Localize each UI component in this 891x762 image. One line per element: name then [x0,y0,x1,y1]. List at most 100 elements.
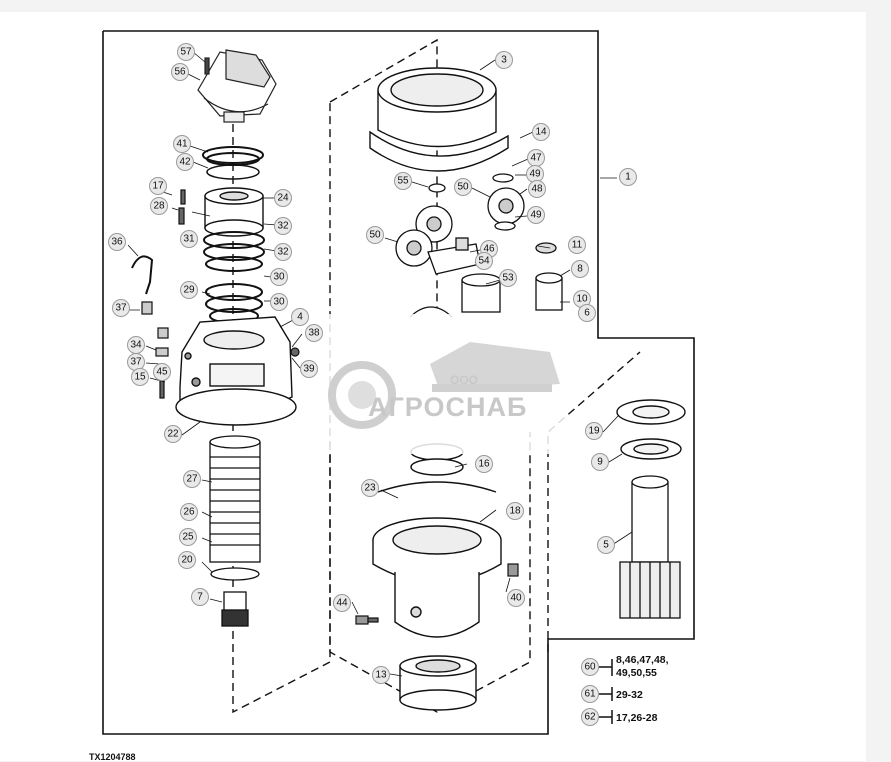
callout-24: 24 [274,189,292,207]
svg-text:24: 24 [277,193,289,204]
callout-16: 16 [475,455,493,473]
callout-55: 55 [394,172,412,190]
svg-text:1: 1 [625,172,631,183]
callout-38: 38 [305,324,323,342]
callout-8: 8 [571,260,589,278]
callout-18: 18 [506,502,524,520]
svg-text:4: 4 [297,312,303,323]
callout-34: 34 [127,336,145,354]
svg-text:41: 41 [176,139,188,150]
svg-text:42: 42 [179,157,191,168]
svg-text:49: 49 [529,169,541,180]
motor-adapter [197,49,277,123]
callout-1: 1 [619,168,637,186]
bearing-24 [204,187,264,237]
exploded-parts-diagram: ООО АГРОСНАБ 57 56 41 42 17 28 24 32 31 … [102,30,695,735]
svg-text:6: 6 [584,308,590,319]
legend-60-parts-line1: 8,46,47,48, [616,654,669,666]
svg-text:29: 29 [183,285,195,296]
legend-60-parts-line2: 49,50,55 [616,667,657,679]
svg-text:32: 32 [277,221,289,232]
svg-text:23: 23 [364,483,376,494]
callout-56: 56 [171,63,189,81]
rings-29-30 [205,283,263,324]
callout-41: 41 [173,135,191,153]
bearing-13 [399,655,477,711]
svg-text:53: 53 [502,273,514,284]
callout-48: 48 [528,180,546,198]
callout-32b: 32 [274,243,292,261]
svg-text:47: 47 [530,153,542,164]
callout-25: 25 [179,528,197,546]
callout-53: 53 [499,269,517,287]
callout-20: 20 [178,551,196,569]
callout-45: 45 [153,363,171,381]
callout-17: 17 [149,177,167,195]
callout-50b: 50 [366,226,384,244]
svg-text:45: 45 [156,367,168,378]
pinion-shaft-5 [619,475,681,619]
callout-26: 26 [180,503,198,521]
svg-text:50: 50 [457,182,469,193]
svg-text:28: 28 [153,201,165,212]
svg-text:15: 15 [134,372,146,383]
shaft-7 [221,591,249,627]
svg-text:9: 9 [597,457,603,468]
svg-text:26: 26 [183,507,195,518]
callout-23: 23 [361,479,379,497]
svg-text:10: 10 [576,294,588,305]
svg-text:48: 48 [531,184,543,195]
svg-text:27: 27 [186,474,198,485]
svg-text:37: 37 [115,303,127,314]
callout-40: 40 [507,589,525,607]
svg-text:30: 30 [273,297,285,308]
svg-text:39: 39 [303,364,315,375]
svg-text:17: 17 [152,181,164,192]
callout-29: 29 [180,281,198,299]
watermark-company-prefix: ООО [450,373,478,387]
legend-62-parts: 17,26-28 [616,712,658,724]
svg-text:50: 50 [369,230,381,241]
lower-housing-18 [372,443,502,638]
fittings-40-44 [355,563,519,625]
callout-15: 15 [131,368,149,386]
svg-text:3: 3 [501,55,507,66]
watermark-brand: АГРОСНАБ [368,392,527,422]
diagram-sheet: ООО АГРОСНАБ 57 56 41 42 17 28 24 32 31 … [0,12,866,762]
svg-text:49: 49 [530,210,542,221]
callout-30b: 30 [270,293,288,311]
kit-legend: 60 8,46,47,48, 49,50,55 61 29-32 62 17,2… [581,654,669,726]
callout-32a: 32 [274,217,292,235]
callout-49b: 49 [527,206,545,224]
callout-47: 47 [527,149,545,167]
callout-49a: 49 [526,165,544,183]
svg-text:13: 13 [375,670,387,681]
svg-text:36: 36 [111,237,123,248]
lower-dashed-guide [329,432,531,713]
leader-lines [119,51,633,677]
svg-text:14: 14 [535,127,547,138]
callout-4: 4 [291,308,309,326]
watermark: ООО АГРОСНАБ [318,314,568,454]
figure-id: TX1204788 [89,752,136,762]
callout-3: 3 [495,51,513,69]
clutch-pack [209,435,261,581]
callout-42: 42 [176,153,194,171]
callout-7: 7 [191,588,209,606]
svg-text:11: 11 [572,240,583,251]
callout-31: 31 [180,230,198,248]
svg-text:38: 38 [308,328,320,339]
ring-42 [206,164,260,180]
callout-30a: 30 [270,268,288,286]
seal-rings-31-32 [203,231,265,272]
svg-text:40: 40 [510,593,522,604]
callout-19: 19 [585,422,603,440]
planetary-gears [395,173,525,275]
callout-37a: 37 [112,299,130,317]
callout-28: 28 [150,197,168,215]
legend-62-number: 62 [584,712,596,723]
callout-50a: 50 [454,178,472,196]
callout-11: 11 [568,236,586,254]
svg-text:7: 7 [197,592,203,603]
svg-text:31: 31 [183,234,195,245]
